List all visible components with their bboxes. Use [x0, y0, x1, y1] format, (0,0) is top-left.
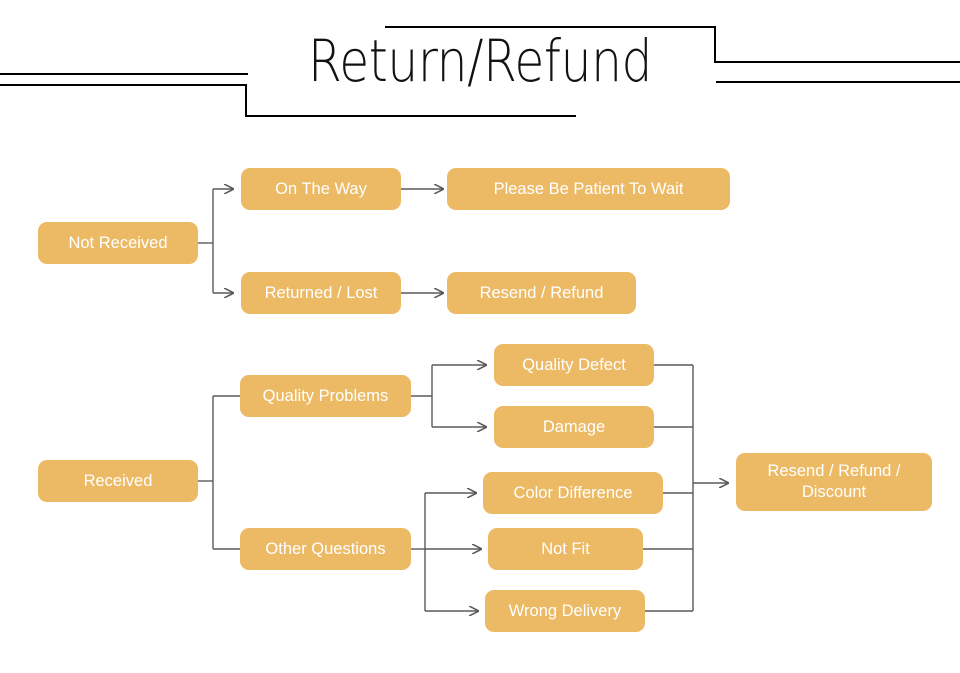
- node-not-fit[interactable]: Not Fit: [488, 528, 643, 570]
- node-color-difference[interactable]: Color Difference: [483, 472, 663, 514]
- node-resend-refund[interactable]: Resend / Refund: [447, 272, 636, 314]
- header-rule-right-upper: [714, 61, 960, 63]
- node-resend-refund-discount-line2: Discount: [801, 483, 867, 501]
- header-rule-left-foot: [245, 115, 576, 117]
- node-on-the-way[interactable]: On The Way: [241, 168, 401, 210]
- node-resend-refund-discount-line1: Resend / Refund /: [767, 462, 901, 480]
- header-rule-right-top: [385, 26, 716, 28]
- page-header: Return/Refund: [0, 0, 960, 130]
- node-other-questions[interactable]: Other Questions: [240, 528, 411, 570]
- page-title: Return/Refund: [307, 27, 653, 95]
- header-rule-left-riser: [245, 84, 247, 117]
- node-not-received[interactable]: Not Received: [38, 222, 198, 264]
- header-rule-right-riser: [714, 26, 716, 63]
- header-rule-left-upper: [0, 73, 248, 75]
- header-rule-right-lower: [716, 81, 960, 83]
- node-returned-lost[interactable]: Returned / Lost: [241, 272, 401, 314]
- node-damage[interactable]: Damage: [494, 406, 654, 448]
- node-quality-problems[interactable]: Quality Problems: [240, 375, 411, 417]
- header-rule-left-lower: [0, 84, 247, 86]
- node-please-be-patient-to-wait[interactable]: Please Be Patient To Wait: [447, 168, 730, 210]
- node-received[interactable]: Received: [38, 460, 198, 502]
- node-wrong-delivery[interactable]: Wrong Delivery: [485, 590, 645, 632]
- flowchart-body: Not Received On The Way Please Be Patien…: [0, 130, 960, 673]
- node-resend-refund-discount[interactable]: Resend / Refund / Discount: [736, 453, 932, 511]
- flowchart-connectors: [198, 130, 960, 673]
- node-quality-defect[interactable]: Quality Defect: [494, 344, 654, 386]
